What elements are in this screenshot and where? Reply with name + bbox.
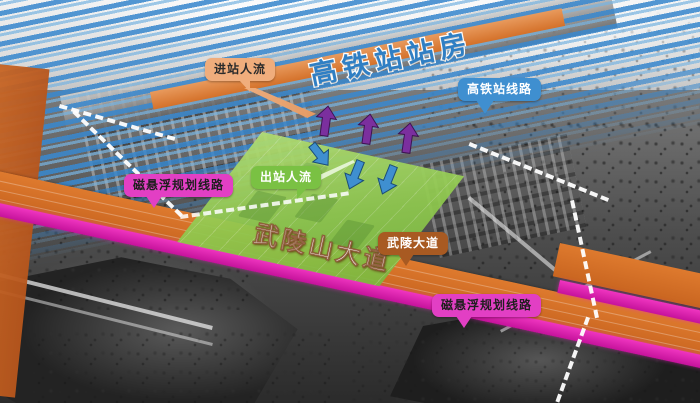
callout-tail <box>456 315 472 328</box>
callout-tail <box>398 253 414 266</box>
inbound-arrow-3 <box>397 122 420 154</box>
callout-maglev-west-label: 磁悬浮规划线路 <box>133 178 225 192</box>
outbound-arrow-3 <box>377 163 398 195</box>
callout-wuling-avenue-label: 武陵大道 <box>387 236 440 250</box>
callout-rail-route-label: 高铁站线路 <box>467 82 533 96</box>
callout-exit-flow[interactable]: 出站人流 <box>251 166 322 199</box>
callout-exit-flow-label: 出站人流 <box>260 170 313 184</box>
callout-maglev-east-label: 磁悬浮规划线路 <box>441 298 533 312</box>
callout-wuling-avenue[interactable]: 武陵大道 <box>378 232 449 266</box>
inbound-arrow-1 <box>315 105 338 137</box>
callout-enter-flow[interactable]: 进站人流 <box>205 58 276 92</box>
callout-tail <box>146 195 162 208</box>
callout-enter-flow-label: 进站人流 <box>214 62 267 76</box>
callout-tail <box>297 187 308 199</box>
callout-tail <box>239 79 250 92</box>
callout-rail-route[interactable]: 高铁站线路 <box>458 78 542 114</box>
outbound-arrow-1 <box>308 141 330 168</box>
callout-maglev-east[interactable]: 磁悬浮规划线路 <box>432 294 542 328</box>
outbound-arrow-2 <box>344 158 365 190</box>
vegetation-bottom <box>30 330 330 403</box>
callout-maglev-west[interactable]: 磁悬浮规划线路 <box>124 174 234 208</box>
inbound-arrow-2 <box>357 113 380 145</box>
callout-tail <box>476 99 494 114</box>
